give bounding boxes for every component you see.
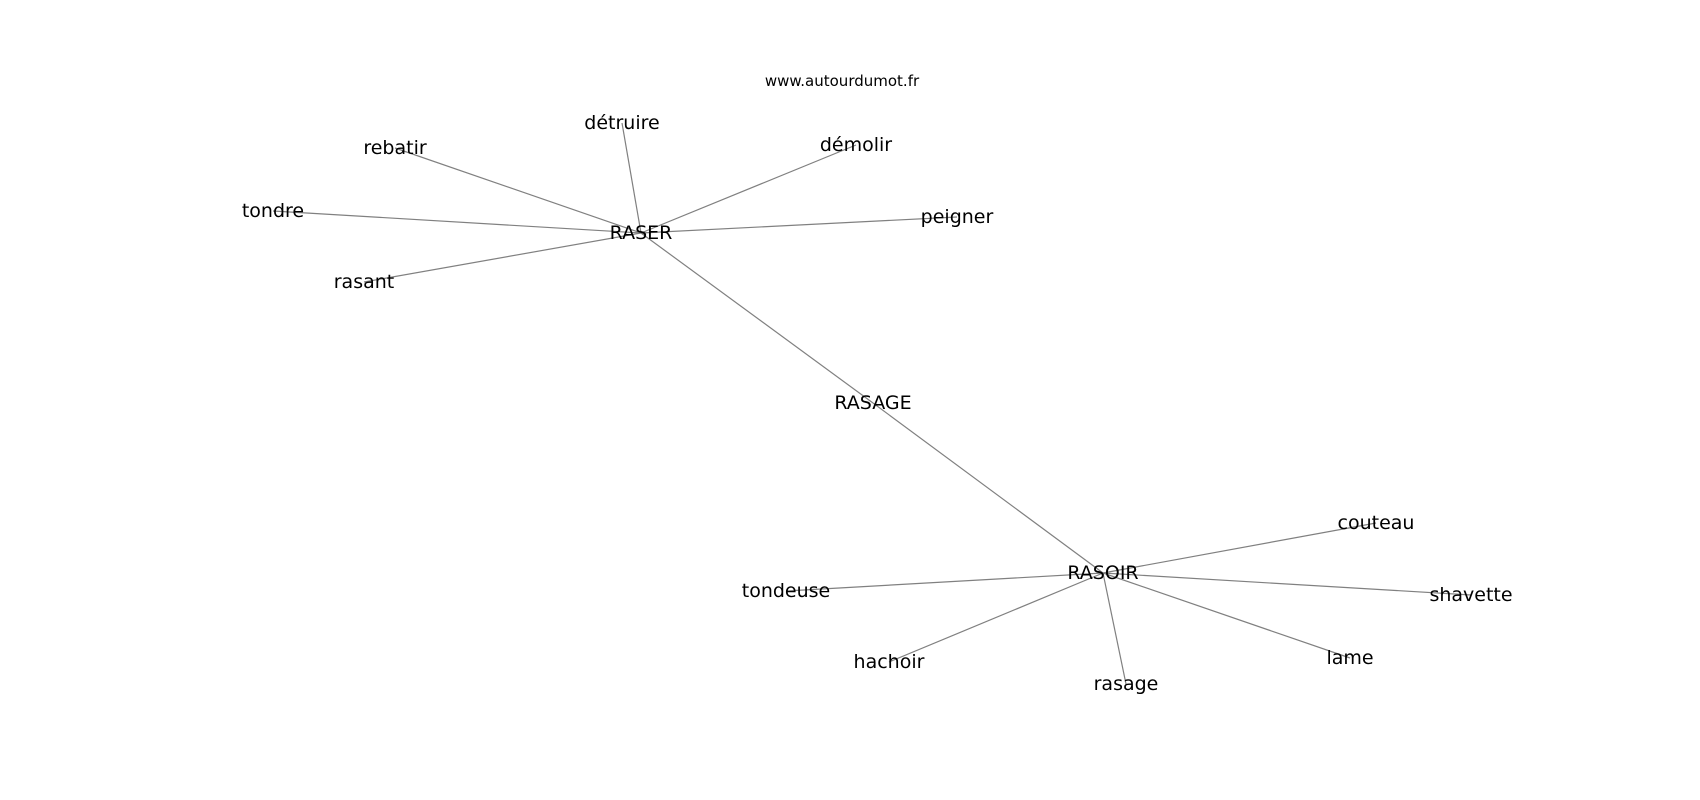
edge-rasage-rasoir <box>872 402 1104 574</box>
node-label-tondeuse: tondeuse <box>742 580 831 602</box>
node-label-rebatir: rebatir <box>363 137 427 159</box>
node-label-peigner: peigner <box>921 206 994 228</box>
watermark-text: www.autourdumot.fr <box>764 72 920 90</box>
node-label-shavette: shavette <box>1429 584 1512 606</box>
node-label-rasage: rasage <box>1094 673 1159 695</box>
edge-raser-rasant <box>363 232 642 283</box>
node-label-tondre: tondre <box>242 200 304 222</box>
node-label-demolir: démolir <box>820 134 892 156</box>
node-label-hachoir: hachoir <box>854 651 925 673</box>
node-label-raser: RASER <box>610 222 673 244</box>
edge-raser-detruire <box>621 122 642 234</box>
edge-raser-tondre <box>272 210 642 234</box>
node-label-detruire: détruire <box>584 112 659 134</box>
edge-raser-rasage <box>640 232 874 404</box>
node-label-rasant: rasant <box>334 271 395 293</box>
node-label-rasoir: RASOIR <box>1067 562 1138 584</box>
node-label-rasage: RASAGE <box>834 392 911 414</box>
node-label-lame: lame <box>1326 647 1373 669</box>
edge-rasoir-tondeuse <box>785 572 1104 592</box>
edge-rasoir-shavette <box>1102 572 1472 596</box>
edge-rasoir-lame <box>1102 572 1351 659</box>
edge-raser-peigner <box>640 216 958 234</box>
labels-layer: RASAGE RASER RASOIR détruire rebatir démolir t… <box>242 112 1513 695</box>
node-label-couteau: couteau <box>1338 512 1415 534</box>
edge-raser-demolir <box>640 144 857 234</box>
edge-rasoir-rasage <box>1102 572 1127 685</box>
edge-rasoir-couteau <box>1102 522 1377 574</box>
edge-raser-rebatir <box>394 147 642 234</box>
edges-layer <box>272 122 1472 685</box>
edge-rasoir-hachoir <box>888 572 1104 663</box>
